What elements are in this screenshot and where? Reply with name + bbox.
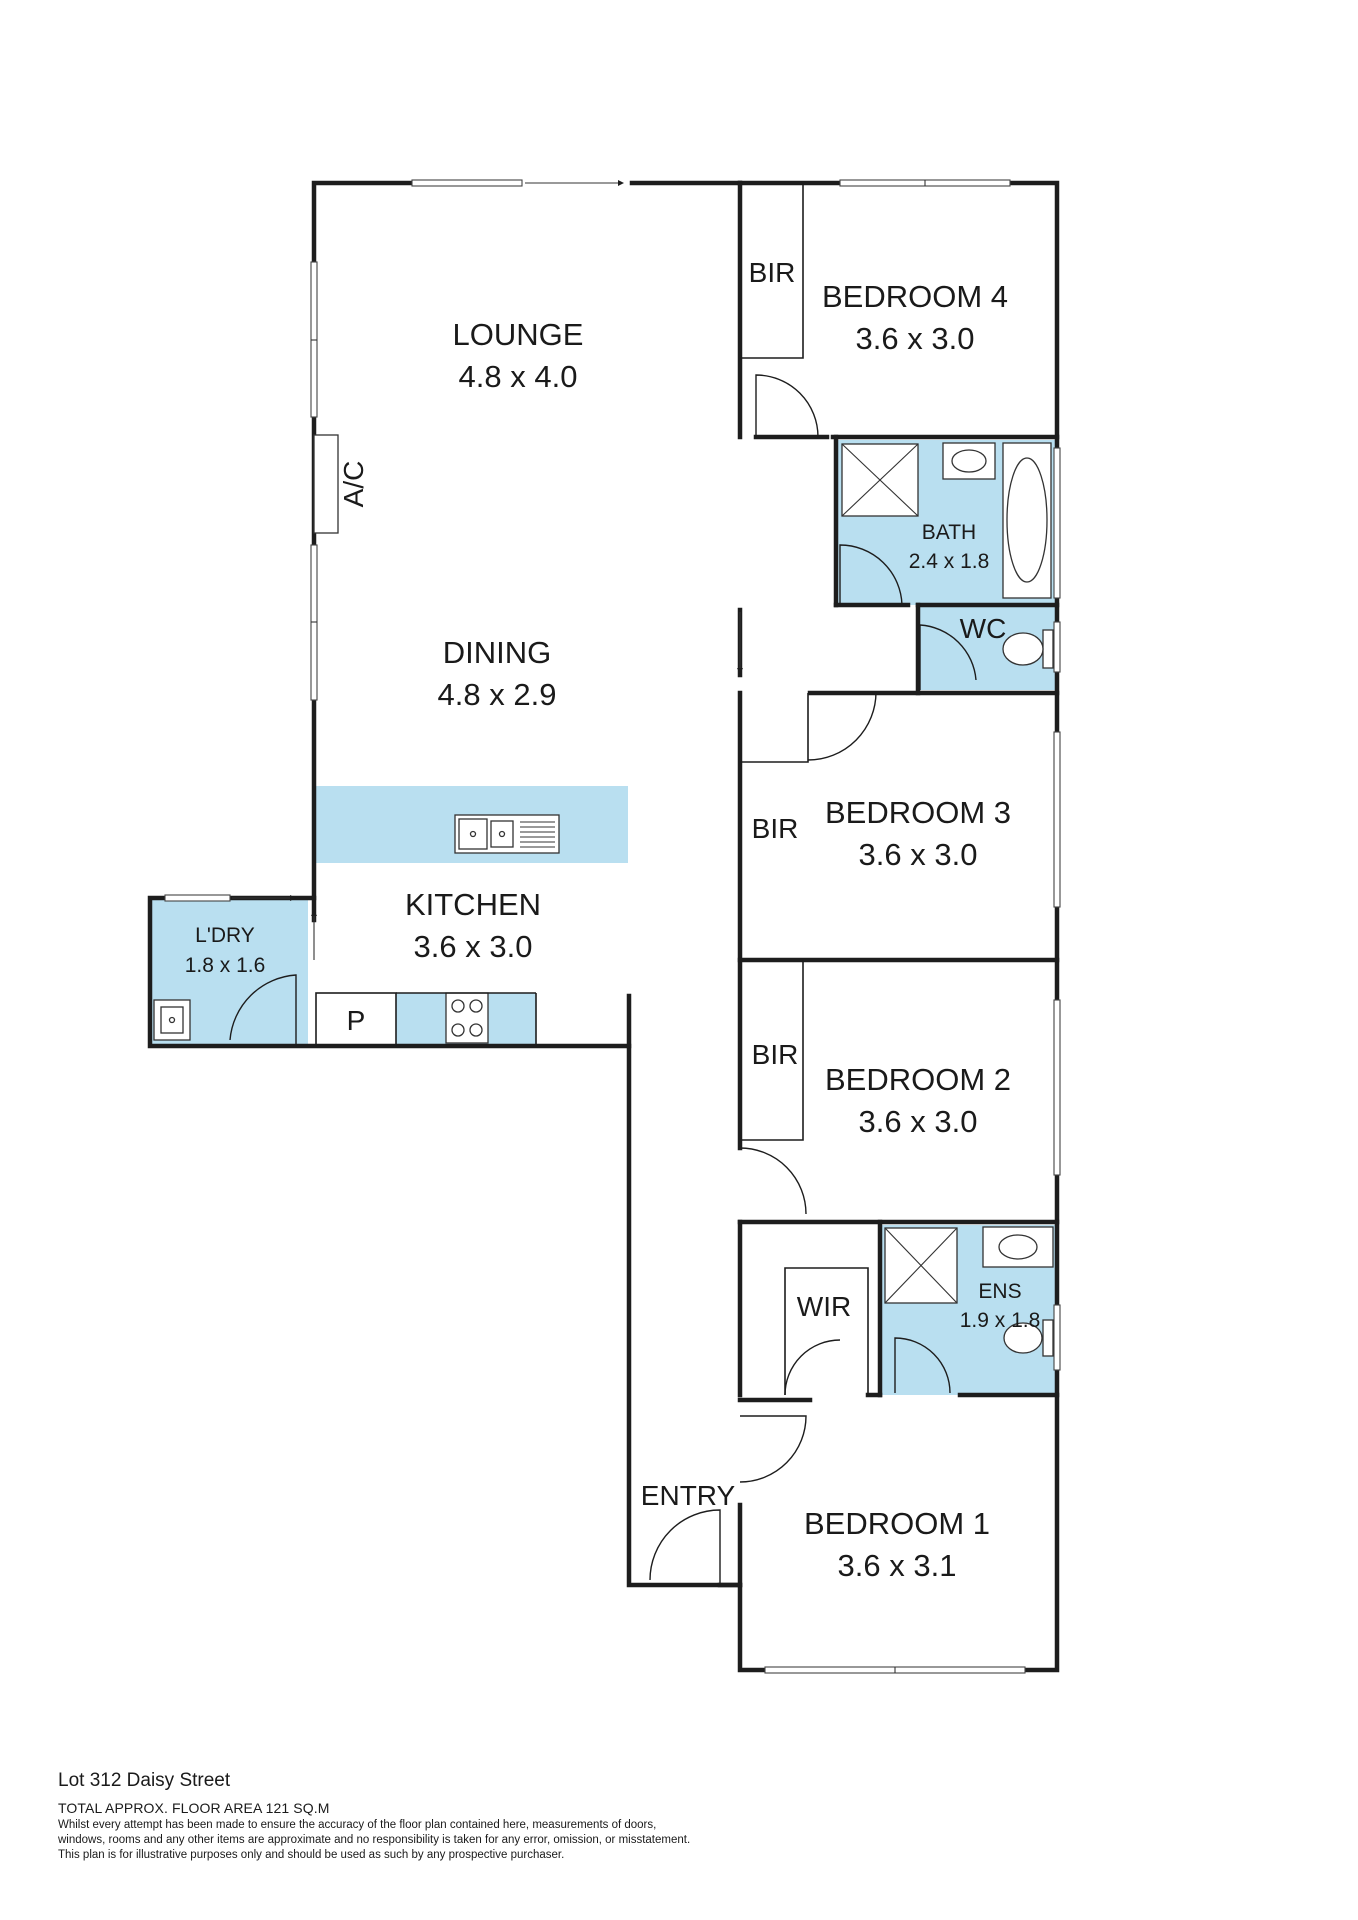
windows <box>164 179 1061 1674</box>
disclaimer-line-3: This plan is for illustrative purposes o… <box>58 1849 565 1861</box>
kitchen-label: KITCHEN <box>405 887 541 922</box>
bedroom1-label: BEDROOM 1 <box>804 1506 990 1541</box>
bath-label: BATH <box>922 521 976 544</box>
bedroom3-label: BEDROOM 3 <box>825 795 1011 830</box>
bir3-label: BIR <box>752 813 799 844</box>
room-labels: LOUNGE 4.8 x 4.0 DINING 4.8 x 2.9 KITCHE… <box>185 257 1041 1583</box>
slide-arrows <box>232 180 743 960</box>
property-address: Lot 312 Daisy Street <box>58 1770 231 1791</box>
ensuite-size: 1.9 x 1.8 <box>960 1309 1041 1332</box>
dining-size: 4.8 x 2.9 <box>438 677 557 712</box>
bath-size: 2.4 x 1.8 <box>909 550 990 573</box>
dining-label: DINING <box>443 635 552 670</box>
disclaimer-line-2: windows, rooms and any other items are a… <box>58 1834 691 1846</box>
floor-area: TOTAL APPROX. FLOOR AREA 121 SQ.M <box>58 1800 330 1816</box>
wir-label: WIR <box>797 1291 851 1322</box>
kitchen-size: 3.6 x 3.0 <box>414 929 533 964</box>
pantry-cupboard <box>315 992 397 1046</box>
robes <box>740 183 869 1395</box>
bedroom2-label: BEDROOM 2 <box>825 1062 1011 1097</box>
cooktop <box>445 992 489 1044</box>
bir2-label: BIR <box>752 1039 799 1070</box>
doors <box>229 374 977 1585</box>
fixtures <box>153 434 1054 1357</box>
lounge-size: 4.8 x 4.0 <box>459 359 578 394</box>
disclaimer-line-1: Whilst every attempt has been made to en… <box>58 1819 657 1831</box>
bedroom1-size: 3.6 x 3.1 <box>838 1548 957 1583</box>
bir4-label: BIR <box>749 257 796 288</box>
ensuite-label: ENS <box>978 1280 1021 1303</box>
wc-label: WC <box>960 613 1007 644</box>
bedroom4-label: BEDROOM 4 <box>822 279 1008 314</box>
bedroom2-size: 3.6 x 3.0 <box>859 1104 978 1139</box>
lounge-label: LOUNGE <box>453 317 584 352</box>
laundry-label: L'DRY <box>195 924 255 947</box>
ac-label: A/C <box>338 461 369 508</box>
pantry-label: P <box>347 1005 366 1036</box>
bedroom4-size: 3.6 x 3.0 <box>856 321 975 356</box>
bedroom3-size: 3.6 x 3.0 <box>859 837 978 872</box>
ensuite-toilet-cistern <box>1042 1319 1054 1357</box>
entry-label: ENTRY <box>641 1480 736 1511</box>
plan-footer: Lot 312 Daisy Street TOTAL APPROX. FLOOR… <box>58 1770 958 1863</box>
laundry-size: 1.8 x 1.6 <box>185 954 266 977</box>
ac-unit <box>313 434 339 534</box>
wc-toilet-cistern <box>1042 629 1054 669</box>
